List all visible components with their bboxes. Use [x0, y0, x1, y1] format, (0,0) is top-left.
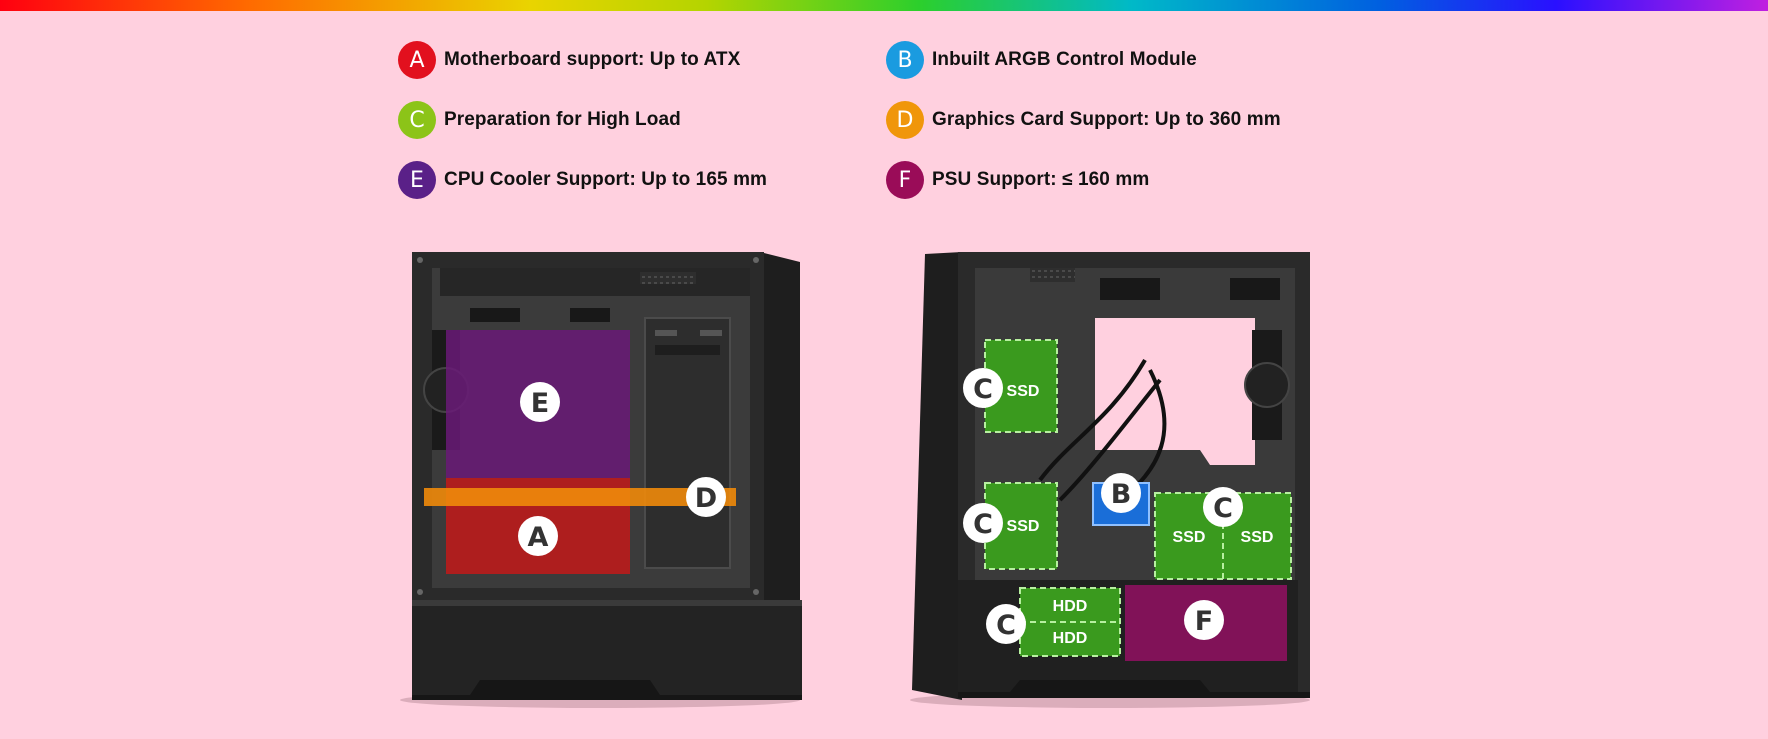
feature-label: Motherboard support: Up to ATX	[444, 49, 741, 70]
svg-text:C: C	[996, 610, 1016, 641]
svg-text:SSD: SSD	[1007, 518, 1040, 535]
graphics-card-zone	[424, 488, 736, 506]
feature-label: Preparation for High Load	[444, 109, 681, 130]
marker-c-right-ssd: C	[1203, 487, 1243, 527]
feature-motherboard: A Motherboard support: Up to ATX	[398, 40, 740, 80]
badge-b: B	[886, 41, 924, 79]
svg-text:C: C	[973, 509, 993, 540]
svg-text:SSD: SSD	[1007, 383, 1040, 400]
badge-f: F	[886, 161, 924, 199]
badge-c: C	[398, 101, 436, 139]
badge-e: E	[398, 161, 436, 199]
marker-b: B	[1101, 473, 1141, 513]
svg-text:HDD: HDD	[1053, 598, 1088, 615]
svg-text:E: E	[531, 388, 549, 419]
marker-d: D	[686, 477, 726, 517]
marker-c-mid-ssd: C	[963, 503, 1003, 543]
feature-label: Graphics Card Support: Up to 360 mm	[932, 109, 1281, 130]
feature-graphics-card: D Graphics Card Support: Up to 360 mm	[886, 100, 1281, 140]
badge-d: D	[886, 101, 924, 139]
rear-case: SSD SSD SSD SSD HDD HDD C C C C	[910, 252, 1310, 708]
svg-text:C: C	[1213, 493, 1233, 524]
feature-cpu-cooler: E CPU Cooler Support: Up to 165 mm	[398, 160, 767, 200]
svg-text:SSD: SSD	[1173, 529, 1206, 546]
svg-text:A: A	[528, 522, 549, 553]
svg-text:F: F	[1195, 606, 1213, 637]
feature-high-load: C Preparation for High Load	[398, 100, 681, 140]
svg-text:HDD: HDD	[1053, 630, 1088, 647]
svg-text:B: B	[1111, 479, 1132, 510]
feature-label: PSU Support: ≤ 160 mm	[932, 169, 1150, 190]
marker-e: E	[520, 382, 560, 422]
marker-c-hdd: C	[986, 604, 1026, 644]
marker-f: F	[1184, 600, 1224, 640]
svg-text:C: C	[973, 374, 993, 405]
marker-c-upper-ssd: C	[963, 368, 1003, 408]
feature-label: Inbuilt ARGB Control Module	[932, 49, 1197, 70]
rainbow-top-bar	[0, 0, 1768, 11]
feature-argb-module: B Inbuilt ARGB Control Module	[886, 40, 1197, 80]
feature-label: CPU Cooler Support: Up to 165 mm	[444, 169, 768, 190]
marker-a: A	[518, 516, 558, 556]
svg-text:D: D	[695, 483, 717, 514]
badge-a: A	[398, 41, 436, 79]
svg-text:SSD: SSD	[1241, 529, 1274, 546]
feature-psu: F PSU Support: ≤ 160 mm	[886, 160, 1149, 200]
front-case: E D A	[400, 252, 802, 708]
